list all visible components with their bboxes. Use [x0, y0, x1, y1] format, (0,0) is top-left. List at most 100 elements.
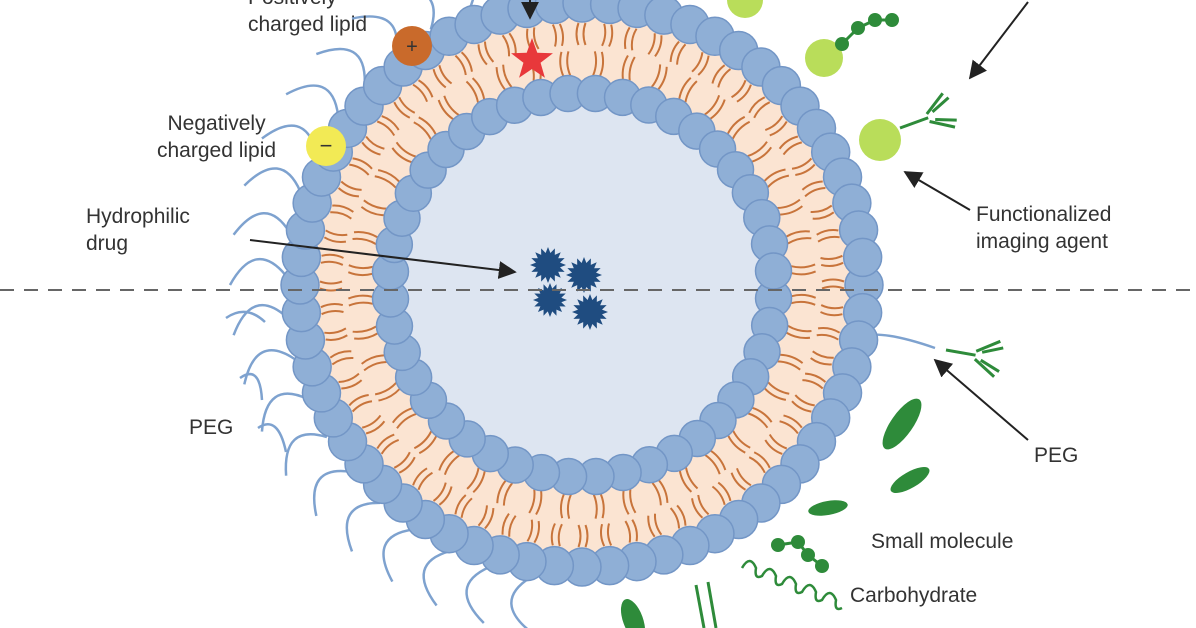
lipid-tail — [599, 493, 605, 519]
peg-chain — [422, 549, 451, 607]
lipid-tail — [767, 174, 790, 188]
lipid-tail — [782, 141, 803, 156]
peg-chain — [345, 501, 381, 552]
lipid-tail — [647, 33, 656, 55]
peg-chain — [467, 0, 474, 11]
peg-chain — [257, 423, 288, 453]
lipid-tail — [748, 96, 766, 114]
lipid-tail — [365, 135, 385, 150]
lipid-tail — [374, 382, 397, 396]
bead — [815, 559, 829, 573]
lipid-tail — [361, 414, 382, 429]
antibody-top — [899, 92, 957, 130]
lipid-tail — [391, 407, 413, 424]
lipid-tail — [508, 32, 517, 55]
lipid-tail — [710, 449, 727, 471]
imaging-agent-label: Functionalized imaging agent — [976, 203, 1112, 253]
lipid-tail — [780, 353, 804, 364]
lipid-tail — [631, 519, 638, 542]
lipid-tail — [471, 77, 486, 100]
lipid-tail — [398, 456, 416, 474]
lipid-tail — [726, 115, 746, 135]
lipid-tail — [747, 141, 768, 158]
lipid-tail — [786, 331, 811, 340]
minus-sign: − — [320, 133, 333, 158]
lipid-tails — [319, 22, 845, 548]
lipid-tail — [325, 229, 348, 237]
lipid-tail — [651, 482, 662, 506]
negative-lipid-head — [306, 126, 346, 166]
lipid-tail — [599, 51, 605, 77]
lipid-tail — [454, 54, 467, 76]
lipid-tail — [495, 67, 506, 91]
lipid-tail — [804, 186, 826, 198]
lipid-tail — [717, 68, 732, 88]
lipid-tail — [624, 520, 632, 543]
lipid-tail — [477, 505, 488, 527]
lipid-tail — [592, 51, 598, 76]
lipid-tail — [331, 356, 354, 366]
lipid-tail — [599, 523, 606, 547]
antibody-arm — [945, 339, 1004, 378]
lipid-tail — [787, 237, 812, 245]
lipid-tail — [412, 467, 428, 486]
lipid-tail — [817, 235, 840, 243]
lipid-tail — [727, 435, 746, 454]
peg-chain — [312, 469, 352, 517]
lipid-tail — [651, 64, 662, 88]
lipid-tail — [629, 489, 637, 514]
lipid-tail — [417, 471, 433, 491]
lipid-tail — [348, 264, 374, 270]
lipid-tail — [654, 35, 663, 57]
lipid-tail — [325, 334, 348, 341]
lipid-tail — [731, 120, 751, 140]
outer-lipid-head — [842, 237, 883, 278]
lipid-tail — [821, 285, 845, 290]
lipid-tail — [501, 34, 511, 57]
lipid-tail — [748, 456, 766, 474]
lipid-tail — [764, 439, 783, 455]
lipid-tail — [785, 230, 810, 238]
lipid-tail — [816, 333, 839, 341]
lipid-tail — [319, 280, 343, 285]
lipid-tail — [731, 79, 747, 99]
lipid-tail — [791, 293, 817, 299]
lipid-tail — [697, 494, 710, 516]
lipid-tail — [351, 400, 373, 413]
lipid-tail — [354, 332, 379, 340]
peg-chain — [243, 349, 296, 385]
bead — [868, 13, 882, 27]
lipid-tail — [678, 470, 693, 493]
lipid-tail — [608, 24, 614, 47]
lipid-tail — [810, 204, 833, 214]
peg-chain — [428, 0, 435, 30]
lipid-tail — [502, 64, 513, 88]
positive-lipid-head — [392, 26, 432, 66]
lipid-tail — [413, 430, 433, 450]
lipid-tail — [802, 379, 824, 390]
lipid-tail — [691, 52, 704, 73]
bead — [851, 21, 865, 35]
lipid-tail — [557, 523, 563, 547]
lipid-tail — [709, 99, 726, 120]
lipid-tail — [623, 26, 631, 50]
lipid-tail — [472, 470, 486, 493]
lipid-tail — [502, 482, 513, 506]
lipid-tail — [460, 497, 473, 518]
arrow-peg-right — [933, 358, 1029, 441]
lipid-tail — [676, 504, 687, 526]
imaging-agent-head-3 — [727, 0, 763, 18]
peg-chain — [243, 167, 302, 192]
lipid-tail — [396, 412, 417, 429]
lipid-tail — [801, 180, 823, 191]
bead — [771, 538, 785, 552]
lipid-tail — [349, 163, 370, 176]
lipid-tail — [669, 507, 681, 529]
lipid-tail — [347, 271, 373, 277]
inner-lipid-head — [754, 252, 793, 290]
small-molecule-label: Small molecule — [871, 530, 1014, 553]
lipid-tail — [816, 229, 839, 236]
lipid-tail — [329, 350, 352, 359]
positive-lipid-label: Positively charged lipid — [248, 0, 368, 36]
